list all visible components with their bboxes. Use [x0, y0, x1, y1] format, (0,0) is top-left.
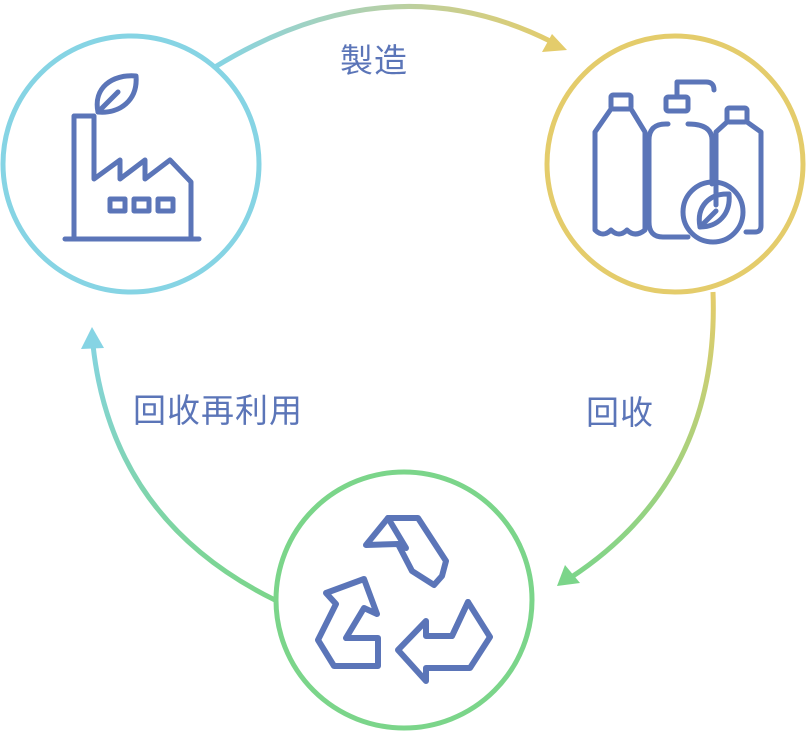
label-collection: 回收: [586, 393, 654, 432]
arrow-head-collection: [557, 565, 580, 586]
recycle-icon: [315, 515, 493, 684]
arrow-manufacturing: [213, 3, 554, 70]
recycle-node: [273, 469, 535, 731]
arrow-collection: [568, 291, 716, 581]
label-recycling-reuse: 回收再利用: [133, 391, 303, 430]
arrow-head-reuse: [81, 327, 104, 349]
products-ring: [544, 33, 806, 295]
products-node: [544, 33, 806, 295]
label-manufacturing: 製造: [340, 41, 408, 80]
factory-ring: [0, 33, 262, 295]
recycle-ring: [273, 469, 535, 731]
factory-leaf-icon: [62, 73, 202, 242]
bottles-leaf-icon: [592, 79, 764, 245]
factory-node: [0, 33, 262, 295]
arrow-head-manufacturing: [542, 34, 567, 52]
arrow-reuse: [90, 344, 277, 603]
